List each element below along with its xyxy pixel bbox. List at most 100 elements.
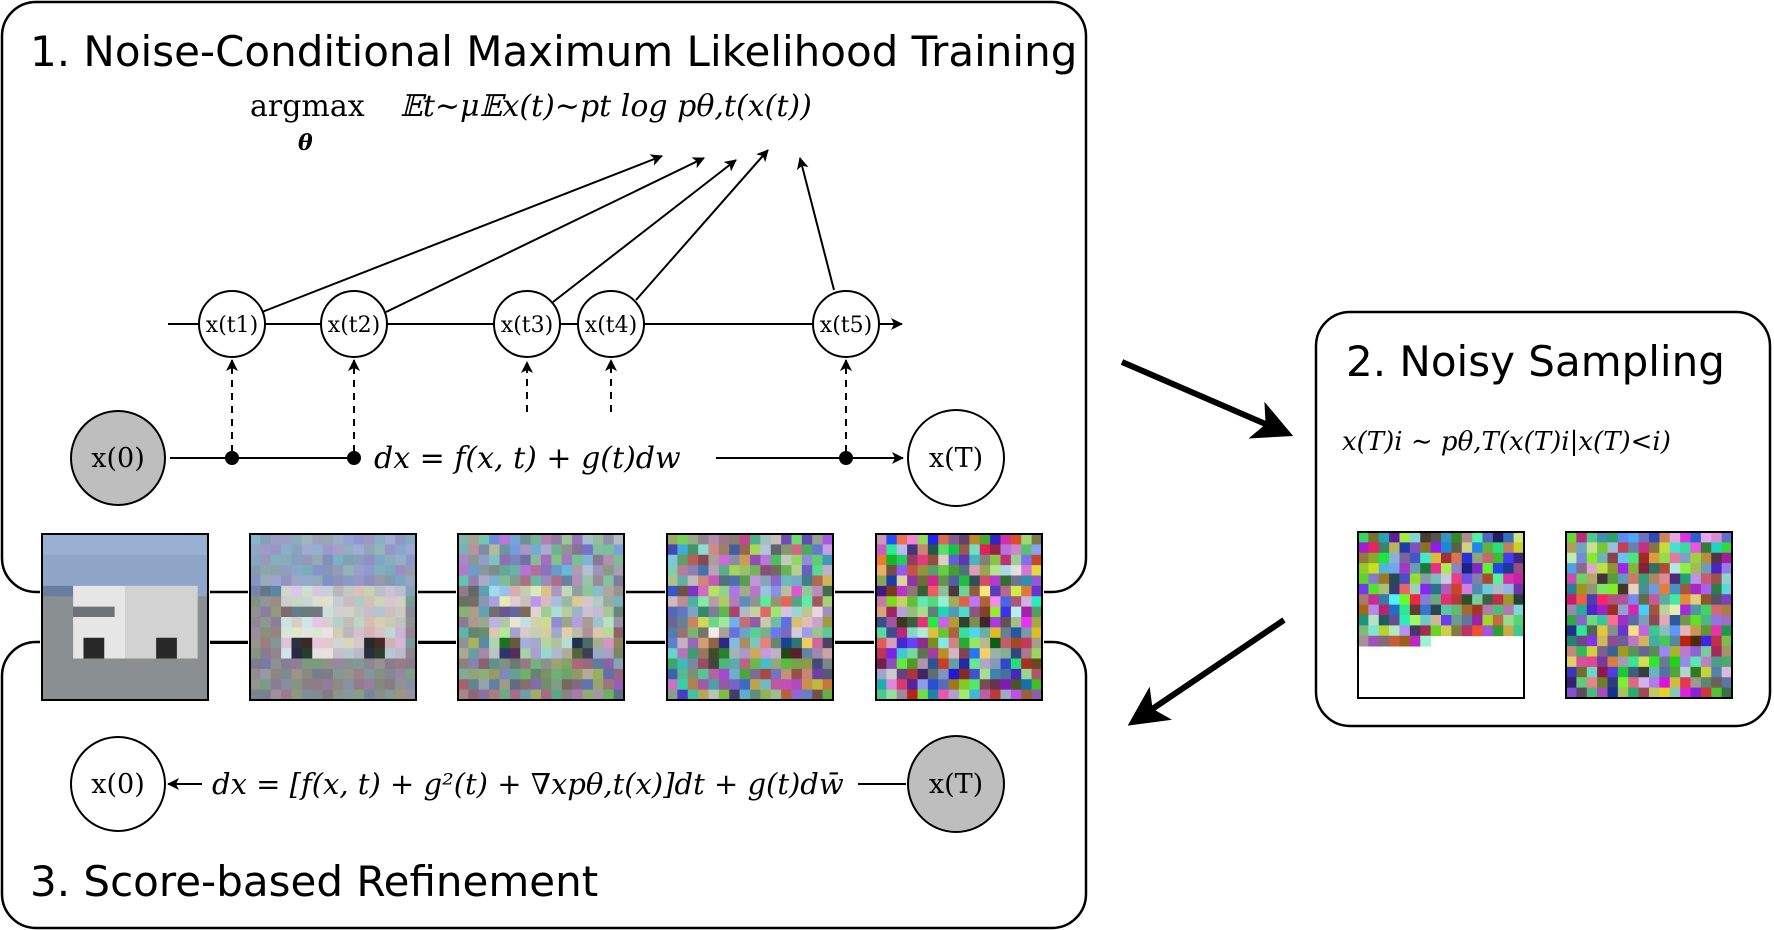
image-pixel	[1358, 532, 1369, 543]
image-pixel	[333, 668, 344, 680]
image-pixel	[1513, 563, 1525, 574]
image-pixel	[353, 606, 365, 618]
image-pixel	[613, 596, 625, 608]
image-pixel	[468, 554, 480, 566]
image-pixel	[1680, 656, 1691, 668]
image-pixel	[582, 658, 594, 670]
image-pixel	[1638, 666, 1650, 678]
image-pixel	[156, 679, 167, 691]
image-pixel	[1441, 542, 1452, 554]
image-pixel	[969, 575, 981, 587]
image-pixel	[687, 575, 699, 587]
image-pixel	[52, 534, 64, 545]
time-node-t3: x(t3)	[493, 290, 561, 358]
image-pixel	[1659, 687, 1671, 699]
image-pixel	[73, 606, 84, 618]
image-pixel	[395, 658, 407, 670]
image-pixel	[979, 679, 991, 691]
image-pixel	[135, 658, 147, 670]
image-pixel	[1700, 573, 1712, 585]
image-pixel	[781, 648, 792, 659]
image-pixel	[801, 658, 813, 670]
image-pixel	[1503, 563, 1515, 574]
image-pixel	[739, 668, 751, 680]
image-pixel	[1617, 656, 1629, 668]
image-pixel	[1617, 604, 1629, 616]
image-pixel	[509, 575, 521, 587]
image-pixel	[395, 648, 407, 659]
image-pixel	[520, 544, 532, 556]
image-pixel	[333, 575, 344, 587]
image-pixel	[1010, 617, 1022, 628]
image-pixel	[927, 565, 939, 576]
image-pixel	[729, 689, 741, 701]
image-pixel	[791, 658, 803, 670]
image-pixel	[1628, 604, 1640, 616]
image-pixel	[1711, 563, 1723, 574]
image-pixel	[301, 648, 313, 659]
image-pixel	[896, 617, 908, 628]
image-pixel	[1711, 594, 1723, 606]
image-pixel	[176, 627, 188, 639]
image-pixel	[770, 544, 782, 556]
image-pixel	[729, 554, 741, 566]
image-pixel	[1399, 594, 1411, 606]
image-pixel	[384, 617, 396, 628]
image-pixel	[364, 554, 375, 566]
image-pixel	[42, 575, 53, 587]
image-pixel	[291, 658, 303, 670]
image-pixel	[197, 544, 209, 556]
image-pixel	[250, 575, 261, 587]
panel-noisy-sampling-title: 2. Noisy Sampling	[1346, 337, 1725, 386]
image-pixel	[603, 679, 615, 691]
image-pixel	[561, 596, 573, 608]
image-pixel	[1358, 583, 1369, 595]
image-pixel	[405, 668, 417, 680]
image-pixel	[364, 575, 375, 587]
image-pixel	[791, 544, 803, 556]
image-pixel	[1492, 573, 1504, 585]
image-pixel	[374, 575, 386, 587]
image-pixel	[509, 648, 521, 659]
image-pixel	[1503, 573, 1515, 585]
image-pixel	[927, 554, 939, 566]
image-pixel	[42, 679, 53, 691]
image-pixel	[541, 596, 552, 608]
image-pixel	[187, 658, 199, 670]
image-pixel	[42, 637, 53, 649]
image-pixel	[1617, 677, 1629, 689]
image-pixel	[489, 689, 500, 701]
image-pixel	[166, 617, 178, 628]
image-pixel	[1628, 542, 1640, 554]
image-pixel	[812, 689, 824, 701]
image-pixel	[561, 689, 573, 701]
image-pixel	[1721, 583, 1733, 595]
image-pixel	[979, 596, 991, 608]
image-pixel	[1358, 594, 1369, 606]
image-pixel	[343, 627, 355, 639]
time-node-label: x(t1)	[206, 313, 258, 338]
image-pixel	[395, 544, 407, 556]
image-pixel	[896, 596, 908, 608]
image-pixel	[729, 565, 741, 576]
image-pixel	[812, 596, 824, 608]
image-pixel	[1649, 552, 1660, 564]
image-pixel	[176, 679, 188, 691]
forward-sde-equation: dx = f(x, t) + g(t)dw	[374, 441, 681, 476]
image-pixel	[1492, 615, 1504, 626]
image-pixel	[948, 617, 960, 628]
image-pixel	[291, 627, 303, 639]
image-pixel	[291, 689, 303, 701]
image-pixel	[1607, 604, 1619, 616]
image-pixel	[135, 637, 147, 649]
image-pixel	[1021, 689, 1033, 701]
image-pixel	[969, 534, 981, 545]
image-pixel	[1472, 594, 1483, 606]
image-pixel	[708, 575, 720, 587]
image-pixel	[312, 575, 324, 587]
image-pixel	[990, 534, 1001, 545]
image-pixel	[62, 534, 74, 545]
image-pixel	[499, 544, 511, 556]
image-pixel	[572, 668, 583, 680]
image-pixel	[353, 679, 365, 691]
